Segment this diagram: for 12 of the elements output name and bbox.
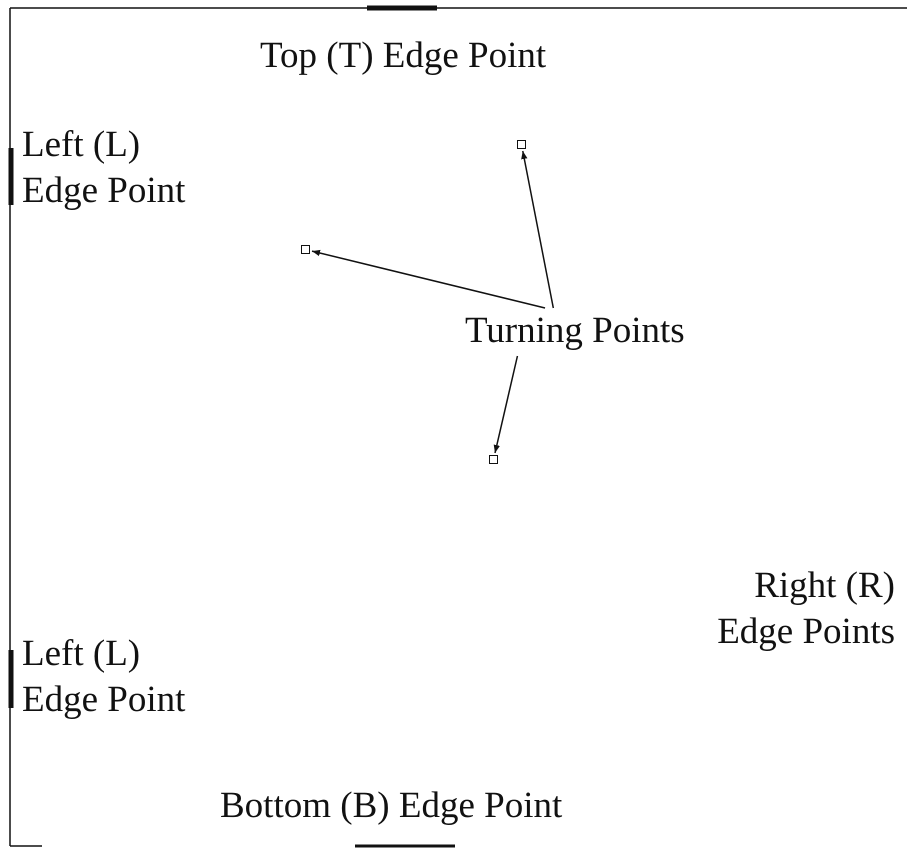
leader-arrow bbox=[312, 250, 546, 309]
edge-point-label: Top (T) Edge Point bbox=[260, 34, 546, 78]
edge-point-label: Left (L) Edge Point bbox=[22, 123, 186, 213]
turning-point-marker bbox=[517, 140, 526, 149]
edge-point-label: Right (R) Edge Points bbox=[716, 564, 895, 654]
leader-arrow bbox=[494, 356, 518, 454]
turning-point-marker bbox=[489, 455, 498, 464]
edge-point-label: Bottom (B) Edge Point bbox=[220, 784, 562, 828]
edge-point-label: Left (L) Edge Point bbox=[22, 632, 186, 722]
leader-arrow bbox=[521, 150, 554, 308]
turning-point-marker bbox=[301, 245, 310, 254]
callout-text: Turning Points bbox=[465, 308, 685, 354]
